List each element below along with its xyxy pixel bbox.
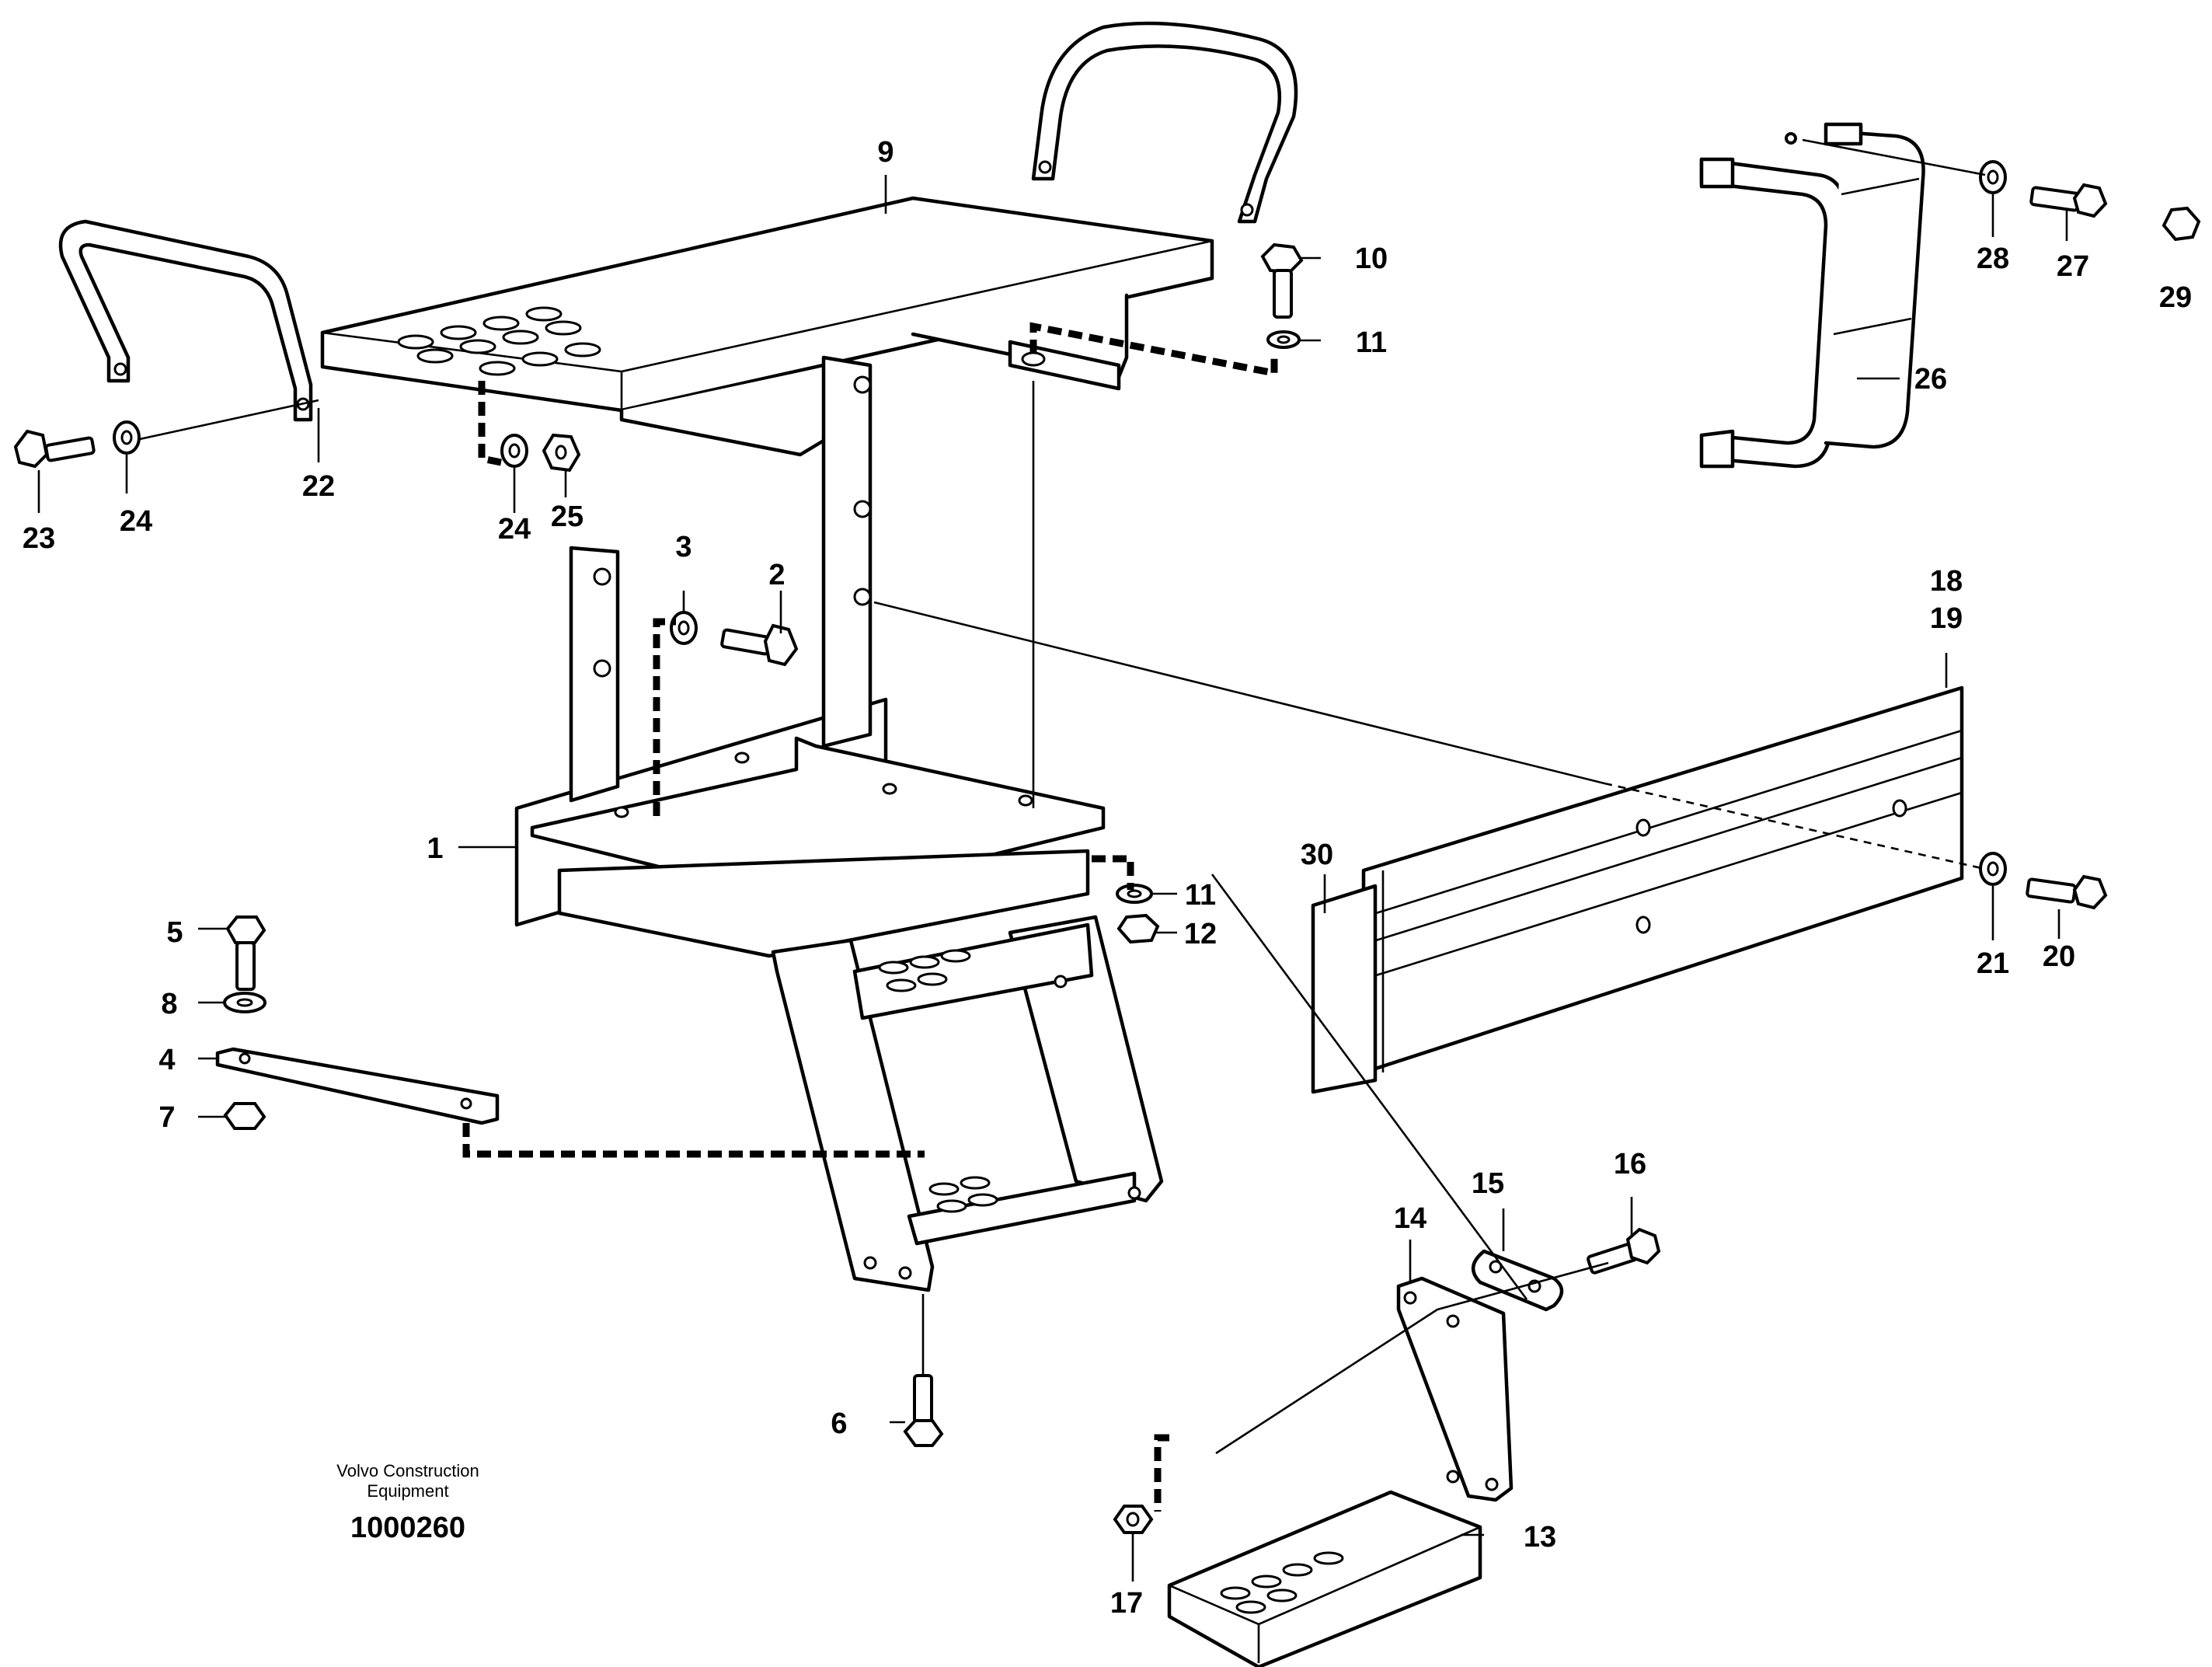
footer-drawing-number: 1000260 xyxy=(350,1512,465,1544)
footer-company-line1: Volvo Construction xyxy=(336,1461,479,1480)
washer-11-top xyxy=(1266,330,1301,349)
callout-1: 1 xyxy=(427,832,443,865)
nut-7 xyxy=(223,1102,266,1130)
lower-step-part-13 xyxy=(1167,1490,1482,1667)
backing-plate-part-30 xyxy=(1311,884,1378,1094)
callout-8: 8 xyxy=(161,988,177,1020)
step-tread-pattern xyxy=(878,949,998,1213)
nut-17 xyxy=(1113,1505,1154,1534)
callout-29: 29 xyxy=(2159,281,2192,314)
assembly-lines xyxy=(139,138,1986,1512)
hanger-plate-part-14 xyxy=(1396,1276,1514,1502)
nut-29 xyxy=(2161,206,2201,242)
right-handrail xyxy=(1031,21,1298,224)
step-ladder xyxy=(771,915,1164,1292)
main-bracket-part-1 xyxy=(514,355,1106,958)
washer-28 xyxy=(1979,160,2007,194)
callout-22: 22 xyxy=(302,470,335,503)
callout-24-left: 24 xyxy=(120,505,152,538)
callout-15: 15 xyxy=(1472,1167,1504,1200)
callout-16: 16 xyxy=(1614,1148,1646,1181)
callout-6: 6 xyxy=(831,1407,847,1440)
left-handrail xyxy=(58,219,313,422)
callout-3: 3 xyxy=(675,531,691,563)
callout-14: 14 xyxy=(1394,1202,1426,1235)
callout-10: 10 xyxy=(1355,242,1388,275)
long-rail-part-18-19 xyxy=(1318,685,1964,1075)
callout-21: 21 xyxy=(1977,947,2009,980)
callout-11-top: 11 xyxy=(1356,326,1387,359)
footer-company-line2: Equipment xyxy=(367,1481,448,1501)
callout-4: 4 xyxy=(158,1044,175,1076)
bolt-20 xyxy=(2026,874,2108,910)
washer-8 xyxy=(223,992,266,1013)
tread-pattern xyxy=(397,306,601,376)
callout-2: 2 xyxy=(768,559,785,591)
callout-19: 19 xyxy=(1930,602,1963,635)
washer-11-middle xyxy=(1116,884,1153,904)
callout-27: 27 xyxy=(2057,250,2089,283)
callout-11-middle: 11 xyxy=(1185,879,1216,912)
nut-25 xyxy=(542,433,581,473)
nut-12 xyxy=(1116,913,1160,944)
callout-5: 5 xyxy=(166,916,183,949)
callout-23: 23 xyxy=(23,522,55,555)
bolt-5 xyxy=(225,915,266,991)
callout-labels: 1 2 3 4 5 6 7 8 9 10 11 11 12 13 14 15 1… xyxy=(23,136,2192,1620)
callout-24-center: 24 xyxy=(498,513,531,546)
callout-28: 28 xyxy=(1977,242,2009,275)
washer-24-center xyxy=(500,434,528,468)
bolt-16 xyxy=(1587,1227,1661,1275)
washer-24-left xyxy=(113,420,141,455)
bolt-27 xyxy=(2029,183,2108,218)
washer-21 xyxy=(1979,852,2007,886)
drawing-footer: Volvo Construction Equipment 1000260 xyxy=(336,1461,479,1544)
bolt-6 xyxy=(903,1374,944,1447)
top-platform-part-9 xyxy=(320,196,1214,457)
bolt-2 xyxy=(720,623,799,667)
callout-7: 7 xyxy=(158,1101,175,1134)
callout-18: 18 xyxy=(1930,565,1963,598)
bolt-10 xyxy=(1260,242,1304,319)
bolt-23 xyxy=(13,429,96,469)
callout-9: 9 xyxy=(877,136,894,169)
callout-13: 13 xyxy=(1524,1521,1556,1554)
callout-25: 25 xyxy=(551,500,583,533)
link-plate-part-15 xyxy=(1472,1249,1564,1312)
washer-3 xyxy=(670,611,698,645)
ladder-part-26 xyxy=(1699,122,1925,469)
strut-part-4 xyxy=(215,1047,500,1125)
callout-leaders xyxy=(37,175,2068,1582)
callout-20: 20 xyxy=(2043,940,2075,973)
callout-30: 30 xyxy=(1301,839,1333,871)
callout-17: 17 xyxy=(1110,1587,1143,1620)
callout-26: 26 xyxy=(1914,363,1947,396)
hardware xyxy=(13,132,2201,1534)
callout-12: 12 xyxy=(1184,918,1217,950)
